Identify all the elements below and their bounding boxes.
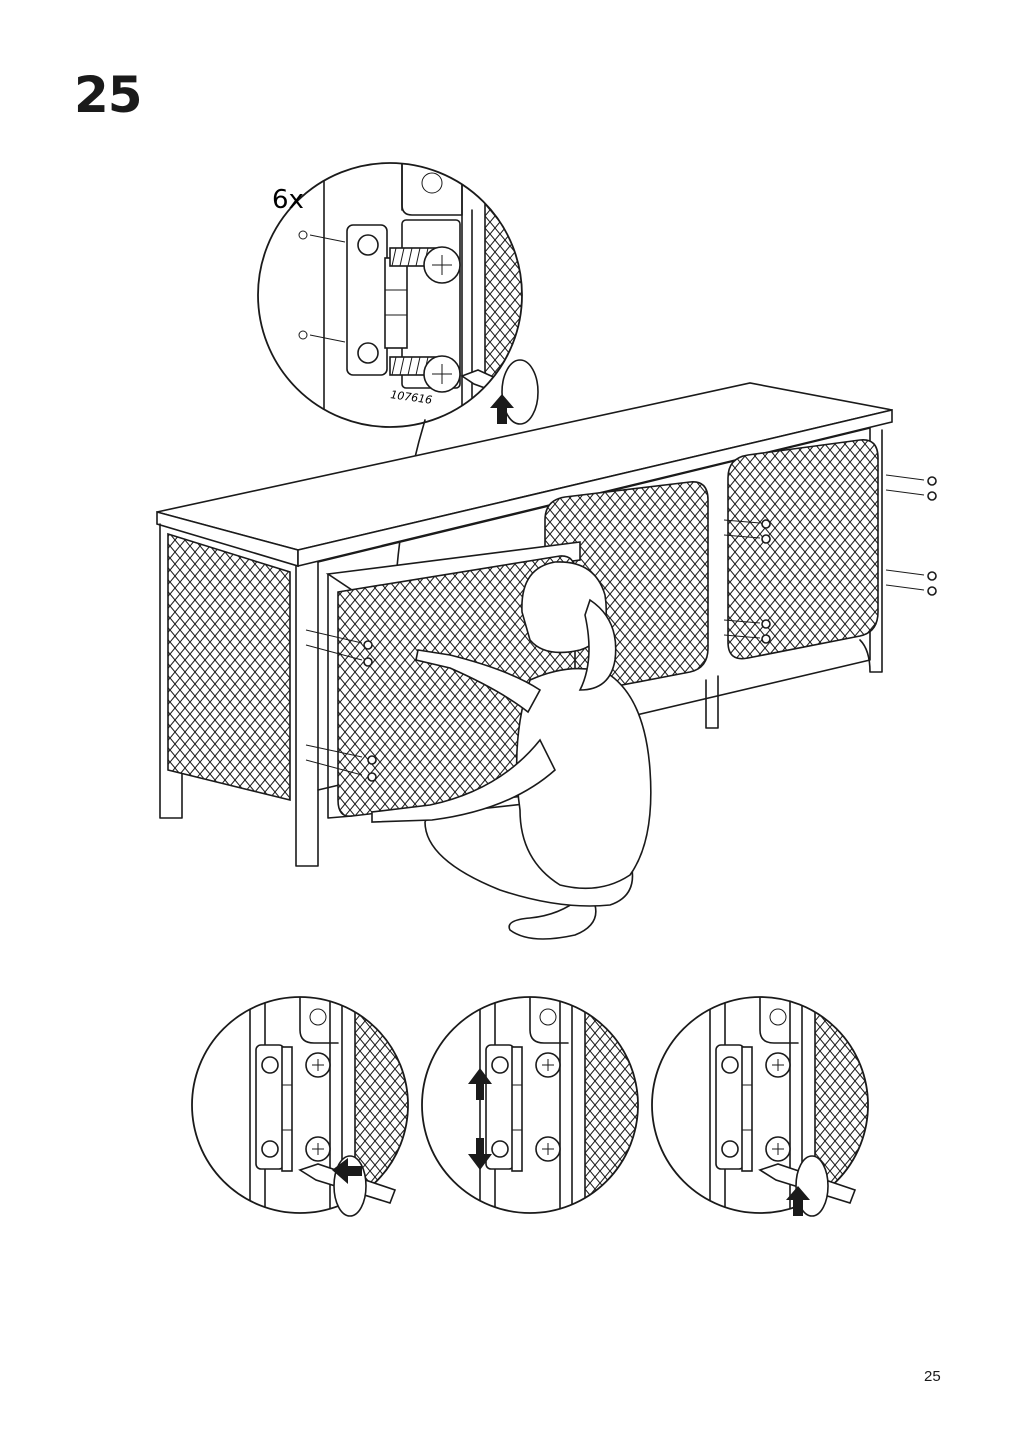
rotate-clockwise-arrow-icon — [786, 1155, 829, 1217]
part-number-label: 107616 — [390, 388, 433, 407]
tv-bench — [156, 382, 893, 867]
person-assembling — [371, 561, 652, 940]
quantity-label: 6x — [272, 185, 304, 215]
screw-icon — [389, 246, 461, 284]
screw-icon — [389, 355, 461, 393]
rotate-counterclockwise-arrow-icon — [332, 1155, 367, 1217]
screw-icon — [305, 474, 937, 782]
hinge-detail-step-1 — [191, 996, 409, 1217]
hinge-icon — [346, 224, 408, 376]
hinge-detail-step-3 — [651, 996, 869, 1217]
hinge-detail-circle: 6x 107616 — [257, 162, 539, 428]
hinge-detail-step-2 — [421, 996, 639, 1214]
rotate-clockwise-arrow-icon — [490, 359, 539, 425]
step-number: 25 — [74, 66, 143, 124]
page-number: 25 — [924, 1368, 941, 1385]
adjust-up-down-arrow-icon — [468, 1068, 492, 1170]
